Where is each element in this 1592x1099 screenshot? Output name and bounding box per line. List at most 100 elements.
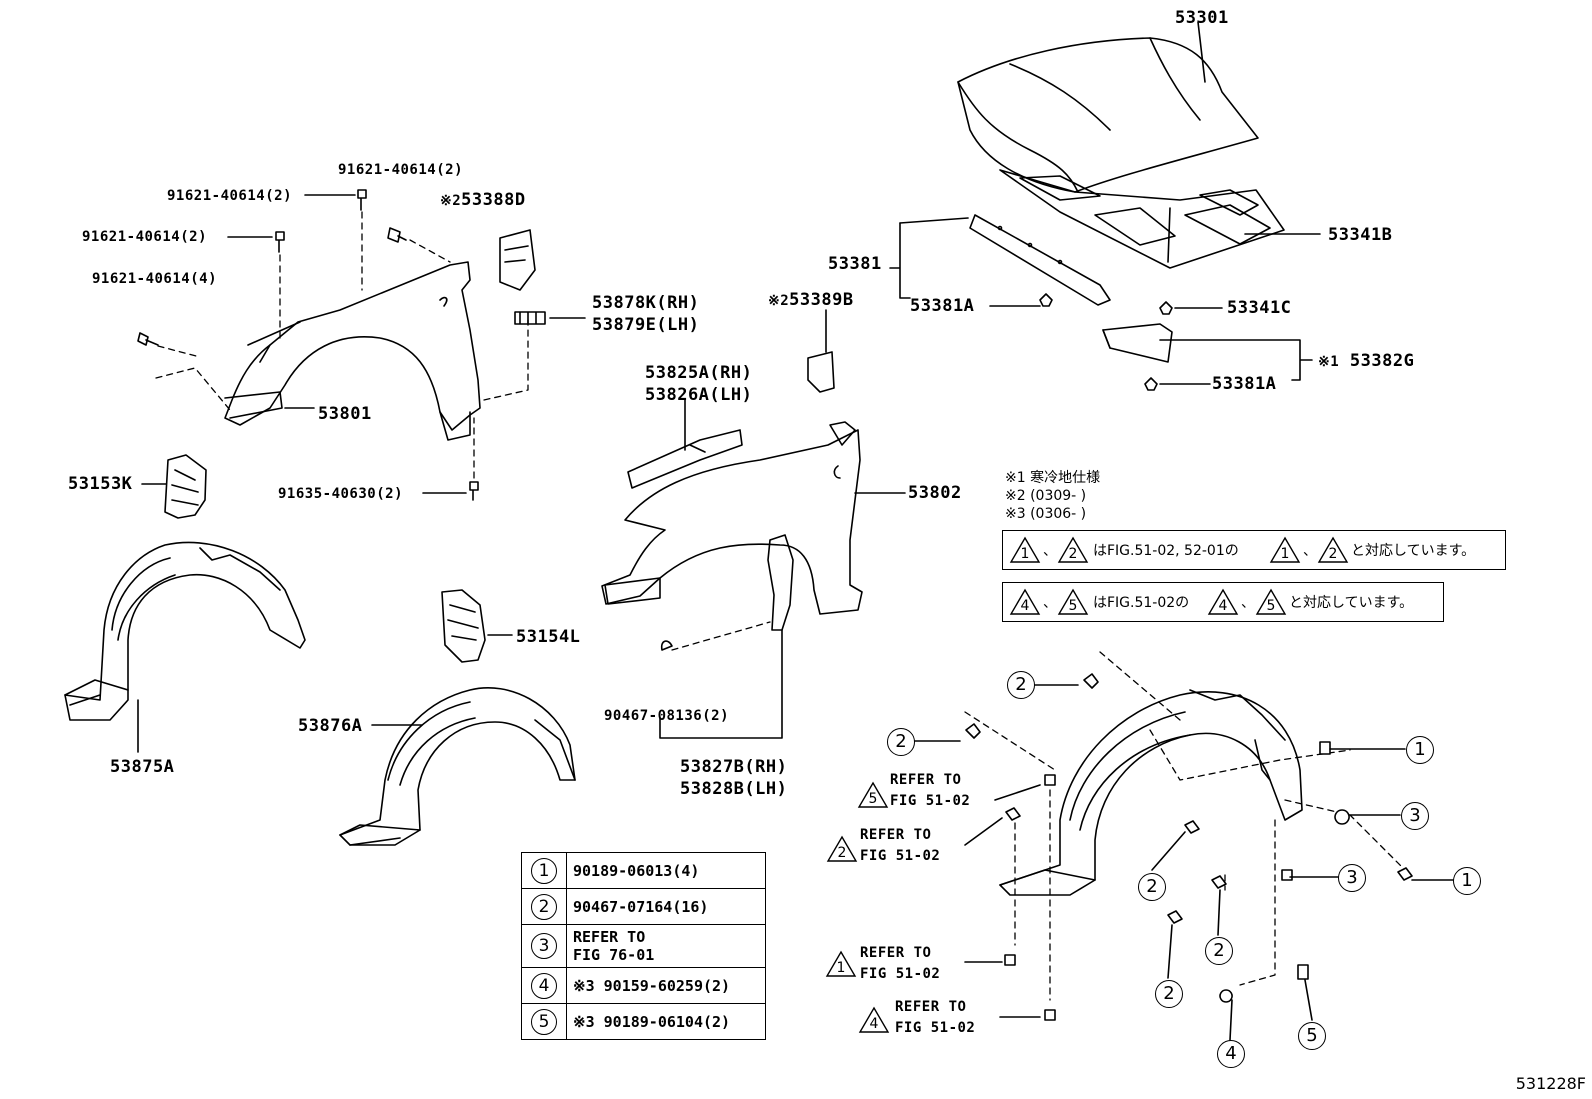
legend-part-cell: ※3 90159-60259(2) [566,967,766,1004]
note-mark-2: ※2 [440,193,462,209]
label-bolt-91621-b: 91621-40614(2) [167,188,293,204]
triangle-icon-refer-5: 5 [857,781,889,809]
legend-number-cell: 2 [521,888,567,925]
note-box-1-comma: 、 [1043,543,1057,559]
triangle-icon-1b: 1 [1269,536,1301,564]
refer-4-line2: FIG 51-02 [895,1020,976,1036]
callout-5: 5 [1298,1022,1326,1050]
label-bolt-91621-c: 91621-40614(2) [82,229,208,245]
refer-2-num: 2 [837,845,847,861]
weatherstrip-53381 [969,214,1111,306]
label-53153K: 53153K [68,474,133,494]
hood-illustration [957,37,1285,269]
label-53828B: 53828B(LH) [680,779,788,799]
legend-number-cell: 3 [521,924,567,968]
bracket-53388D [499,229,536,291]
refer-2-line1: REFER TO [860,827,932,843]
refer-2-line2: FIG 51-02 [860,848,941,864]
bracket-53389B [807,351,835,393]
refer-1-line1: REFER TO [860,945,932,961]
triangle-icon-1b-num: 1 [1280,546,1290,562]
label-53341C: 53341C [1227,298,1292,318]
refer-5-line2: FIG 51-02 [890,793,971,809]
refer-1-line2: FIG 51-02 [860,966,941,982]
label-53389B-text: 53389B [789,290,854,310]
triangle-icon-refer-2: 2 [826,835,858,863]
liner-assembly-right [999,689,1303,896]
refer-4-num: 4 [869,1016,879,1032]
clip-53381A [1039,293,1053,307]
label-53801: 53801 [318,404,372,424]
seal-53382G [1102,323,1173,363]
label-53154L: 53154L [516,627,581,647]
label-53382G-text: 53382G [1349,351,1415,371]
legend-part-text: 90467-07164(16) [573,897,709,916]
liner-53875A [64,541,306,721]
callout-2-c: 2 [1138,873,1166,901]
label-53388D-text: 53388D [461,190,526,210]
legend-row: 4 ※3 90159-60259(2) [521,967,766,1004]
fender-53802 [601,421,863,615]
callout-1-b: 1 [1453,867,1481,895]
label-53879E: 53879E(LH) [592,315,700,335]
callout-1-a: 1 [1406,736,1434,764]
label-bolt-91621-a: 91621-40614(2) [338,162,464,178]
label-53381: 53381 [828,254,882,274]
label-bolt-91621-d: 91621-40614(4) [92,271,218,287]
legend-part-cell: ※3 90189-06104(2) [566,1003,766,1040]
note-box-2-comma-b: 、 [1241,595,1255,611]
note-box-2-text: はFIG.51-02の [1093,595,1190,611]
fender-53801 [224,261,481,441]
label-bolt-91635: 91635-40630(2) [278,486,404,502]
triangle-icon-refer-4: 4 [858,1006,890,1034]
callout-2-b: 2 [887,728,915,756]
callout-2-a: 2 [1007,671,1035,699]
legend-number-cell: 4 [521,967,567,1004]
triangle-icon-refer-1: 1 [825,950,857,978]
legend-row: 5 ※3 90189-06104(2) [521,1003,766,1040]
label-53878K: 53878K(RH) [592,293,700,313]
clip-53341C [1159,301,1173,315]
triangle-icon-4b: 4 [1207,588,1239,616]
label-53827B: 53827B(RH) [680,757,788,777]
note-box-1-end: と対応しています。 [1351,543,1476,559]
callout-2-e: 2 [1155,980,1183,1008]
label-90467-08136: 90467-08136(2) [604,708,730,724]
label-53301: 53301 [1175,8,1229,28]
note-box-2: 4 、 5 はFIG.51-02の 4 、 5 と対応しています。 [1002,582,1444,622]
note-box-1-comma-b: 、 [1303,543,1317,559]
legend-part-text: ※3 90159-60259(2) [573,976,731,995]
label-53875A: 53875A [110,757,175,777]
note-box-2-end: と対応しています。 [1289,595,1414,611]
legend-number: 4 [531,972,557,999]
callout-4: 4 [1217,1040,1245,1068]
legend-number-cell: 5 [521,1003,567,1040]
reinforcement-53825A [627,429,743,489]
note-3: ※3 (0306- ) [1005,506,1087,522]
legend-part-cell: 90189-06013(4) [566,852,766,889]
triangle-icon-5: 5 [1057,588,1089,616]
seal-53153K [164,454,207,519]
triangle-icon-5-num: 5 [1068,598,1078,614]
legend-number: 5 [531,1008,557,1035]
triangle-icon-2b-num: 2 [1328,546,1338,562]
seal-53154L [441,589,486,663]
clip-53381A-lower [1144,377,1158,391]
triangle-icon-5b: 5 [1255,588,1287,616]
legend-number-cell: 1 [521,852,567,889]
legend-part-text: 90189-06013(4) [573,861,700,880]
callout-2-d: 2 [1205,937,1233,965]
note-box-1-text: はFIG.51-02, 52-01の [1093,543,1239,559]
label-53826A: 53826A(LH) [645,385,753,405]
label-53381A-upper: 53381A [910,296,975,316]
figure-code: 531228F [1515,1074,1586,1093]
legend-number: 1 [531,857,557,884]
triangle-icon-4-num: 4 [1020,598,1030,614]
triangle-icon-2: 2 [1057,536,1089,564]
bolts-fender [137,189,479,501]
label-53389B: ※253389B [768,290,854,310]
label-53388D: ※253388D [440,190,526,210]
